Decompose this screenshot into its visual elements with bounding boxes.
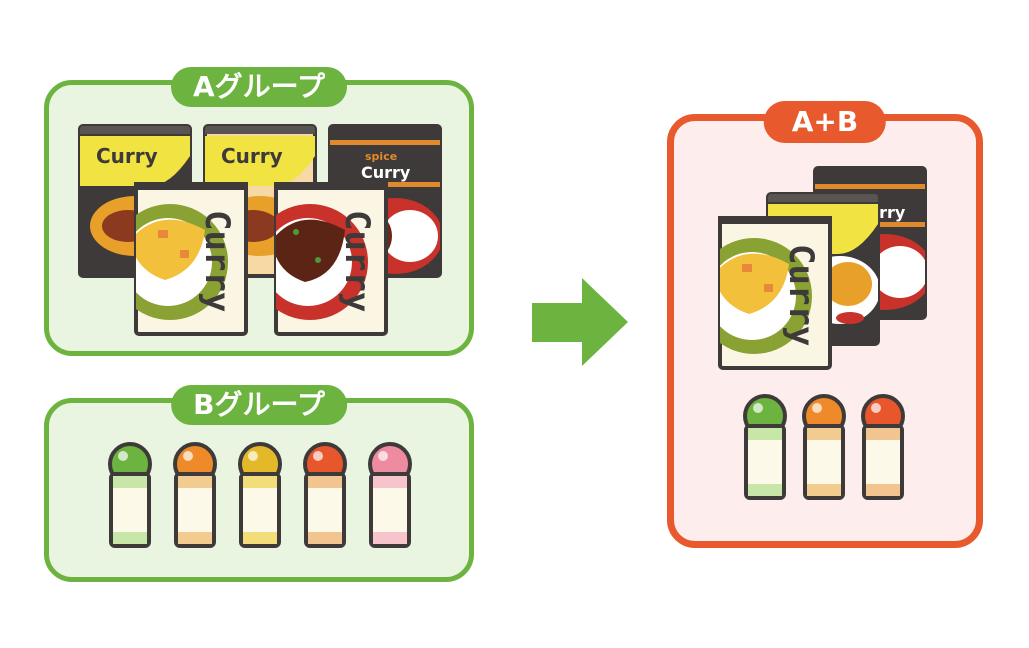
- curry-box-icon: Curry: [718, 216, 832, 370]
- curry-box-vertical-label: Curry: [337, 210, 377, 312]
- spice-box-caption: spice: [365, 150, 397, 163]
- spice-bottle-row: [108, 442, 412, 548]
- spice-bottle-icon: [743, 394, 787, 500]
- spice-bottle-row: [743, 394, 905, 500]
- spice-bottle-icon: [238, 442, 282, 548]
- arrow-right-icon: [532, 278, 628, 366]
- curry-box-label: Curry: [361, 163, 411, 182]
- spice-bottle-icon: [802, 394, 846, 500]
- group-a-label: Aグループ: [171, 67, 347, 107]
- spice-bottle-icon: [368, 442, 412, 548]
- spice-bottle-icon: [861, 394, 905, 500]
- curry-box-icon: Curry: [274, 182, 388, 336]
- result-label: A+B: [763, 101, 887, 143]
- curry-box-icon: Curry: [134, 182, 248, 336]
- curry-box-vertical-label: Curry: [197, 210, 237, 312]
- curry-box-label: Curry: [221, 144, 283, 168]
- curry-box-vertical-label: Curry: [781, 244, 821, 346]
- curry-box-label: Curry: [96, 144, 158, 168]
- spice-bottle-icon: [173, 442, 217, 548]
- spice-bottle-icon: [108, 442, 152, 548]
- group-b-label: Bグループ: [171, 385, 347, 425]
- spice-bottle-icon: [303, 442, 347, 548]
